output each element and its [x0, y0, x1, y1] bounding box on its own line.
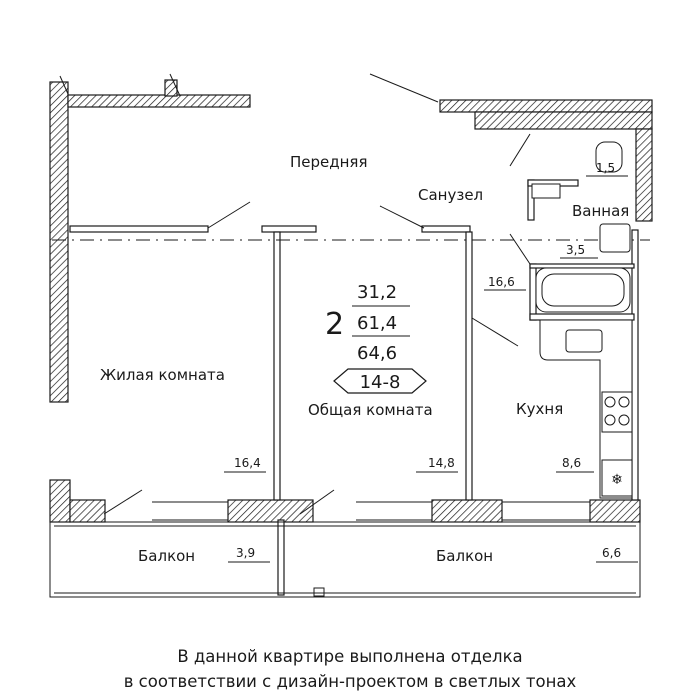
- area-vannaya: 3,5: [566, 243, 585, 257]
- area-sanuzel: 1,5: [596, 161, 615, 175]
- fridge-icon: [601, 459, 633, 497]
- room-label-balkon-right: Балкон: [436, 547, 493, 565]
- area-balkon-left: 3,9: [236, 546, 255, 560]
- room-label-perednyaya: Передняя: [290, 153, 367, 171]
- room-label-obshchaya: Общая комната: [308, 401, 433, 419]
- total-with-balcony: 64,6: [357, 343, 397, 364]
- area-zhilaya: 16,4: [234, 456, 261, 470]
- toilet-icon: [595, 141, 623, 173]
- living-area: 31,2: [357, 282, 397, 303]
- bathroom-fixtures: [531, 141, 631, 313]
- area-kukhnya: 8,6: [562, 456, 581, 470]
- structural-walls: [49, 79, 653, 523]
- footer-line-2: в соответствии с дизайн-проектом в светл…: [123, 672, 577, 691]
- kitchen-sink-icon: [565, 329, 603, 353]
- total-area: 61,4: [357, 313, 397, 334]
- kitchen-fixtures: ❄: [539, 319, 633, 499]
- area-obshchaya: 14,8: [428, 456, 455, 470]
- area-balkon-right: 6,6: [602, 546, 621, 560]
- area-perednyaya: 16,6: [488, 275, 515, 289]
- plan-code: 14-8: [360, 372, 401, 393]
- rooms-count: 2: [325, 307, 344, 342]
- plan-code-badge: [333, 368, 427, 394]
- footer-line-1: В данной квартире выполнена отделка: [177, 647, 523, 666]
- svg-text:❄: ❄: [611, 472, 623, 488]
- room-label-vannaya: Ванная: [572, 202, 629, 220]
- room-label-zhilaya: Жилая комната: [100, 366, 225, 384]
- room-label-kukhnya: Кухня: [516, 400, 563, 418]
- room-label-sanuzel: Санузел: [418, 186, 483, 204]
- summary-lines: [352, 305, 410, 337]
- room-label-balkon-left: Балкон: [138, 547, 195, 565]
- door-swings: [59, 73, 531, 515]
- partitions: [69, 179, 639, 596]
- balcony-outline: [49, 501, 641, 598]
- area-underlines: [224, 175, 638, 563]
- sink-icon: [599, 223, 631, 253]
